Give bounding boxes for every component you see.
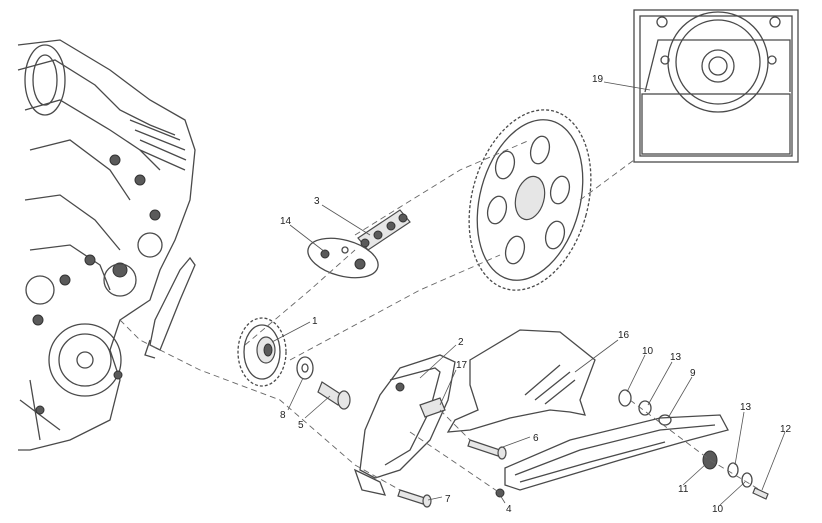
callout-13-bottom: 13	[740, 402, 752, 413]
sprocket-cover	[353, 354, 456, 496]
hardware-bolt-12	[752, 487, 769, 500]
callout-1: 1	[312, 316, 318, 327]
chain-guide-strip	[144, 256, 196, 359]
callout-7: 7	[445, 494, 451, 505]
callout-10-bottom: 10	[712, 504, 724, 515]
cover-bolt	[397, 489, 432, 508]
callout-3: 3	[314, 196, 320, 207]
sprocket-bolt	[317, 381, 351, 410]
washer	[296, 356, 314, 380]
callouts: 1 2 3 4 5 6 7 8 9 10 10 11 12 13 13 14 1…	[280, 74, 792, 515]
hardware-washer-10-top	[618, 389, 632, 407]
chain-guard	[446, 329, 596, 433]
callout-5: 5	[298, 420, 304, 431]
small-nut	[495, 488, 505, 498]
callout-4: 4	[506, 504, 512, 515]
callout-12: 12	[780, 424, 792, 435]
front-sprocket	[237, 317, 287, 387]
chain-master-link	[307, 237, 379, 279]
callout-10-top: 10	[642, 346, 654, 357]
spacer	[419, 397, 446, 418]
callout-16: 16	[618, 330, 630, 341]
callout-13-top: 13	[670, 352, 682, 363]
hardware-washer-13-bottom	[727, 462, 739, 478]
callout-2: 2	[458, 337, 464, 348]
engine-block	[17, 39, 196, 451]
alignment-lines	[119, 139, 761, 494]
inset-sprocket-detail	[633, 9, 799, 163]
callout-8: 8	[280, 410, 286, 421]
callout-19: 19	[592, 74, 604, 85]
callout-9: 9	[690, 368, 696, 379]
hardware-washer-10-bottom	[741, 472, 753, 488]
leader-lines	[271, 81, 786, 506]
rear-sprocket	[468, 109, 592, 291]
guard-bolt	[467, 439, 507, 460]
hardware-washer-13-top	[638, 400, 652, 416]
callout-6: 6	[533, 433, 539, 444]
chain-slider	[504, 414, 729, 491]
callout-17: 17	[456, 360, 468, 371]
callout-14: 14	[280, 216, 292, 227]
chain-link	[357, 209, 411, 251]
callout-11: 11	[678, 484, 689, 495]
